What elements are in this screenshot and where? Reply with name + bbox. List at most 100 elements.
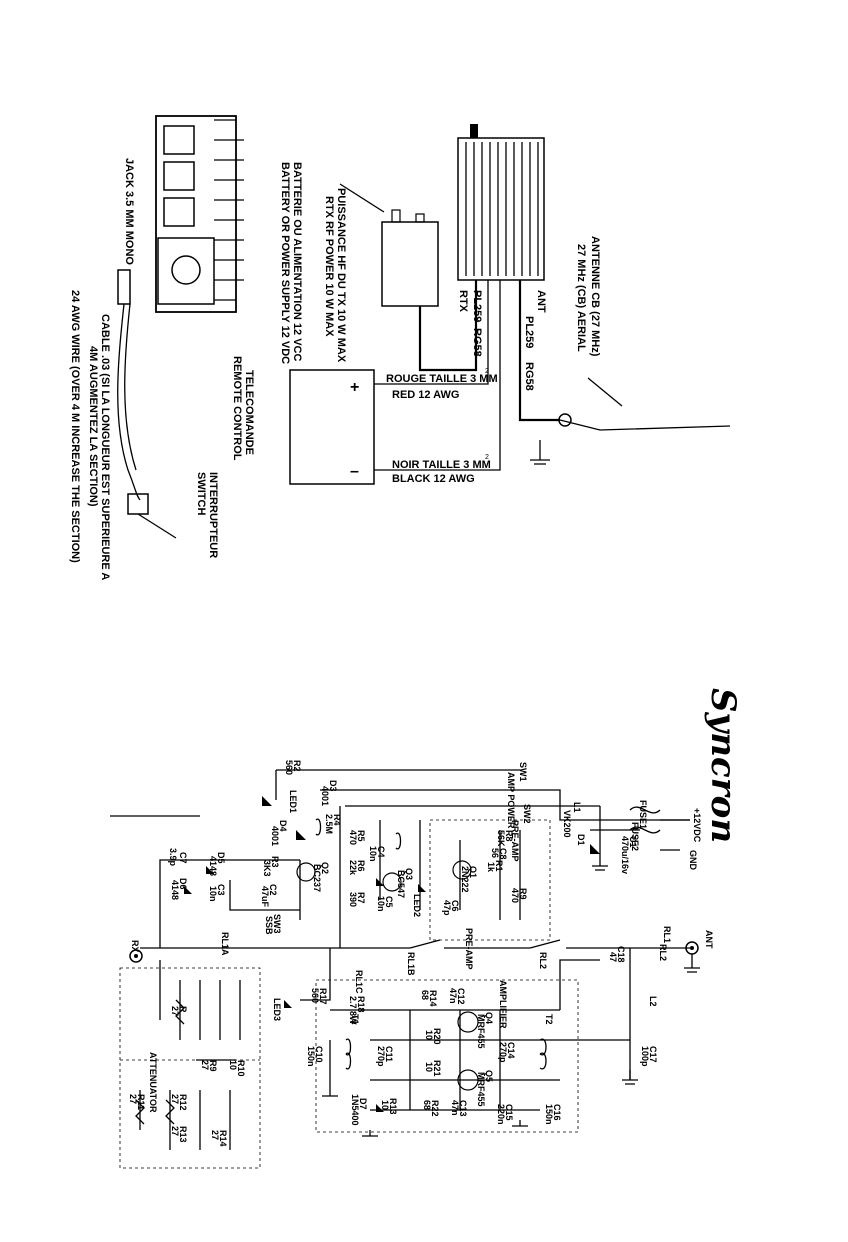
label-rg58-rtx: RG58 (471, 328, 483, 357)
label-black-fr: NOIR TAILLE 3 MM (392, 459, 491, 471)
label-r7v: 390 (348, 892, 358, 907)
label-c4v: 10n (368, 846, 378, 862)
label-r5: R5 (356, 830, 366, 842)
label-rl2b: RL2 (658, 944, 668, 961)
label-r10v: 10 (228, 1060, 238, 1070)
label-r2v: 560 (284, 760, 294, 775)
label-r8v: 56K (496, 830, 506, 847)
label-q4v: MRF455 (476, 1014, 486, 1049)
label-c8: C8 (498, 848, 508, 860)
label-r9v: 470 (510, 888, 520, 903)
label-rg58-ant: RG58 (523, 362, 535, 391)
attenuator-network (120, 980, 260, 1150)
label-d6: D6 (178, 878, 188, 890)
jack-cable-switch (117, 269, 177, 539)
label-r4: R4 (332, 814, 342, 826)
label-q2: Q2 (320, 862, 330, 874)
label-c5v: 10n (376, 896, 386, 912)
antenna-whip (559, 419, 731, 431)
label-c18v: 47 (608, 952, 618, 962)
label-d4v: 4001 (270, 826, 280, 846)
label-r9av: 27 (200, 1060, 210, 1070)
label-t1: T1 (350, 1014, 360, 1025)
label-c1v: 470u/16v (620, 836, 630, 874)
label-pl259-rtx: PL259 (471, 290, 483, 322)
label-sw2: SW2 (522, 804, 532, 824)
label-c11v: 270p (376, 1046, 386, 1067)
label-red-en: RED 12 AWG (392, 389, 459, 401)
label-c7v: 3.9p (168, 848, 178, 867)
label-r13a: R13 (178, 1126, 188, 1143)
label-remote-en: REMOTE CONTROL (231, 356, 243, 461)
label-r13v: 10 (380, 1100, 390, 1110)
label-pre-amp: PRE-AMP (510, 820, 520, 862)
label-rf-power-en: RTX RF POWER 10 W MAX (323, 196, 335, 337)
label-r17v: 560 (310, 988, 320, 1003)
label-r17: R17 (318, 988, 328, 1005)
label-attenuator: ATTENUATOR (148, 1052, 158, 1113)
label-cable-en: 24 AWG WIRE (OVER 4 M INCREASE THE SECTI… (69, 290, 81, 563)
label-battery-fr: BATTERIE OU ALIMENTATION 12 VCC (291, 162, 303, 361)
label-r22v: 68 (422, 1100, 432, 1110)
label-r18: R18 (356, 996, 366, 1013)
schematic-symbols (129, 796, 700, 1137)
label-rl1c: RL1C (354, 970, 364, 994)
label-remote-fr: TELECOMANDE (243, 370, 255, 455)
label-sw3v: SSB (264, 916, 274, 935)
label-rf-power-fr: PUISSANCE HF DU TX 10 W MAX (335, 188, 347, 363)
label-c14: C14 (506, 1042, 516, 1059)
label-c10: C10 (314, 1046, 324, 1063)
rtx-radio (339, 183, 439, 307)
label-c16v: 150n (544, 1104, 554, 1125)
label-c6: C6 (450, 900, 460, 912)
label-switch-fr: INTERRUPTEUR (207, 472, 219, 558)
antenna-pointer (587, 377, 623, 407)
rtx-cable (418, 280, 478, 372)
label-c7: C7 (178, 852, 188, 864)
label-c2: C2 (268, 884, 278, 896)
label-d5: D5 (216, 852, 226, 864)
label-c14v: 270p (498, 1042, 508, 1063)
label-d5v: 4148 (208, 856, 218, 876)
label-sw1: SW1 (518, 762, 528, 782)
label-c15: C15 (504, 1104, 514, 1121)
label-r14av: 27 (210, 1130, 220, 1140)
label-pl259-ant: PL259 (523, 316, 535, 348)
label-c12v: 47n (448, 988, 458, 1004)
label-r20v: 10 (424, 1030, 434, 1040)
label-cable-fr2: 4M AUGMENTEZ LA SECTION) (87, 346, 99, 507)
label-r20: R20 (432, 1028, 442, 1045)
label-r22: R22 (430, 1100, 440, 1117)
label-amplifier: AMPLIFIER (498, 980, 508, 1029)
label-r10: R10 (236, 1060, 246, 1077)
label-q3v: BC547 (396, 870, 406, 898)
label-red-fr: ROUGE TAILLE 3 MM (386, 373, 498, 385)
label-schem-ant: ANT (704, 930, 714, 949)
label-d7: D7 (358, 1098, 368, 1110)
label-r6: R6 (356, 860, 366, 872)
label-r4v: 2.5M (324, 814, 334, 834)
label-l2: L2 (648, 996, 658, 1007)
label-fuse1: FUSE1 (638, 800, 648, 829)
label-c3: C3 (216, 884, 226, 896)
label-amp-power: AMP POWER (506, 772, 516, 829)
label-c10v: 150n (306, 1046, 316, 1067)
label-r14: R14 (428, 990, 438, 1007)
schematic-labels: RX ANT +12VDC GND SW1 AMP POWER SW2 PRE-… (128, 760, 714, 1147)
label-r18v: 2.7 8W (348, 996, 358, 1025)
label-c18: C18 (616, 946, 626, 963)
label-switch-en: SWITCH (195, 472, 207, 515)
label-d1: D1 (576, 834, 586, 846)
battery-minus: – (350, 463, 359, 480)
label-ant: ANT (535, 290, 547, 313)
label-r11v: 27 (128, 1094, 138, 1104)
label-q2v: BC237 (312, 864, 322, 892)
label-r9: R9 (518, 888, 528, 900)
label-c15v: 220n (496, 1104, 506, 1125)
label-q3: Q3 (404, 868, 414, 880)
label-c11: C11 (384, 1046, 394, 1062)
amplifier-unit (457, 124, 545, 281)
label-rl1: RL1 (662, 926, 672, 943)
label-r3: R3 (270, 856, 280, 868)
